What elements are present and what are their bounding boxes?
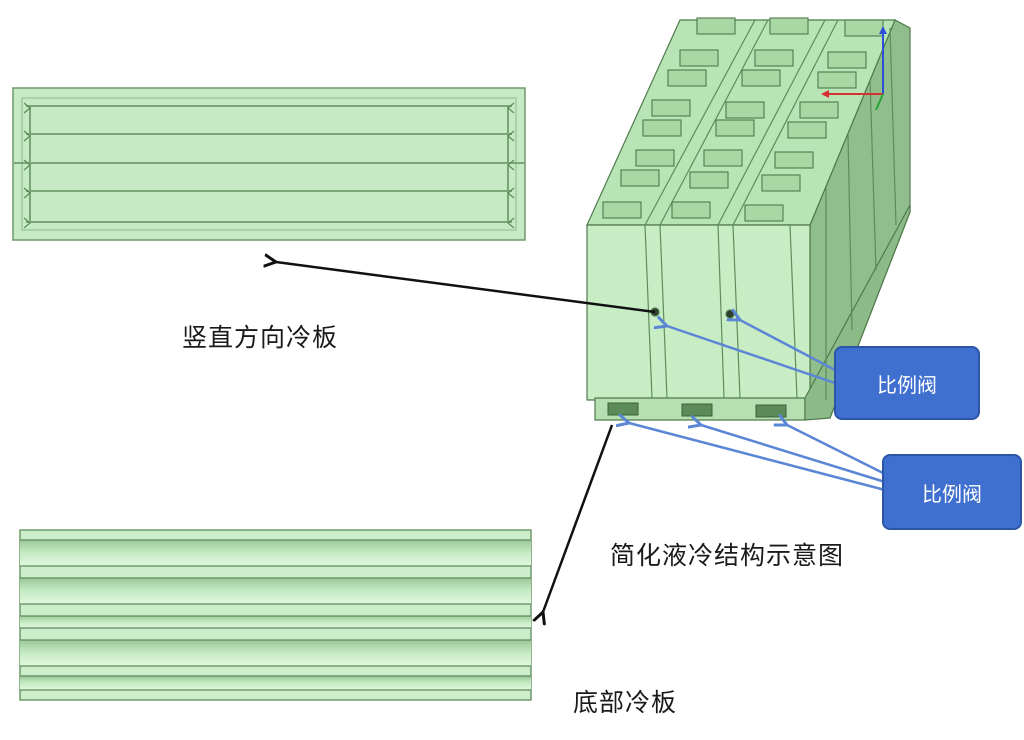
valve-arrows-lower [629, 423, 886, 492]
diagram-title: 简化液冷结构示意图 [610, 541, 845, 570]
vertical-cold-plate [12, 87, 526, 241]
bottom-cold-plate [19, 529, 532, 701]
valve-arrows-upper [667, 320, 836, 385]
upper-valve-callout: 比例阀 [834, 346, 980, 420]
arrow-to-bottom-plate [543, 424, 614, 612]
upper-valve-label: 比例阀 [877, 372, 937, 397]
vertical-plate-label: 竖直方向冷板 [182, 323, 339, 352]
arrow-to-vertical-plate [276, 262, 656, 314]
lower-valve-callout: 比例阀 [882, 454, 1022, 530]
bottom-plate-label: 底部冷板 [573, 688, 678, 717]
lower-valve-label: 比例阀 [922, 481, 982, 506]
axis-triad [821, 26, 887, 111]
